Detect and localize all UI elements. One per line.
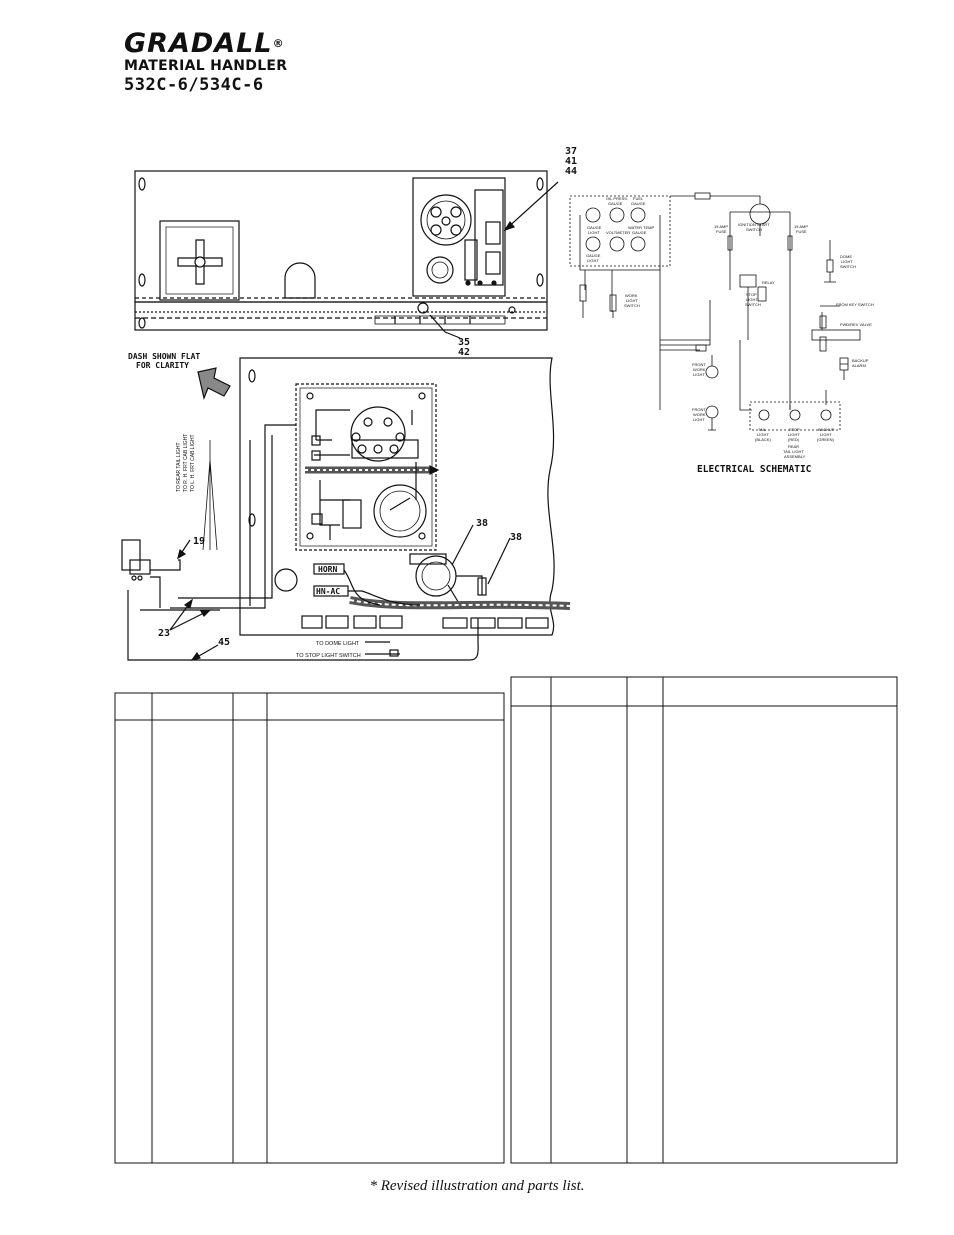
label-stop-light-1: STOP bbox=[789, 427, 800, 432]
callout-23: 23 bbox=[158, 628, 170, 639]
label-backup-light-1: BACKUP bbox=[818, 427, 835, 432]
callout-35: 35 bbox=[458, 337, 470, 348]
callout-45: 45 bbox=[218, 637, 230, 648]
label-fuse-2a: 15 AMP bbox=[794, 224, 808, 229]
callout-38-a: 38 bbox=[476, 518, 488, 529]
hn-ac-label: HN-AC bbox=[316, 587, 340, 596]
label-stop-light-3: (RED) bbox=[788, 437, 800, 442]
label-water-temp-2: GAUGE bbox=[632, 230, 647, 235]
label-rear-tail-assy-3: ASSEMBLY bbox=[784, 454, 806, 459]
model-number: 532C-6/534C-6 bbox=[124, 75, 264, 95]
label-front-work-2c: LIGHT bbox=[693, 417, 705, 422]
callout-44: 44 bbox=[565, 166, 577, 177]
label-gauge-light-2a: GAUGE bbox=[586, 253, 601, 258]
callout-19: 19 bbox=[193, 536, 205, 547]
callout-41: 41 bbox=[565, 156, 577, 167]
parts-table-right bbox=[510, 676, 898, 1164]
label-voltmeter: VOLTMETER bbox=[606, 230, 630, 235]
label-front-work-1c: LIGHT bbox=[693, 372, 705, 377]
label-ignition-1: IGNITION START bbox=[738, 222, 770, 227]
parts-table-left bbox=[114, 692, 505, 1164]
wire-label-lh-cab: TO L. H. FRT CAB LIGHT bbox=[190, 434, 196, 492]
dash-note-line2: FOR CLARITY bbox=[136, 361, 189, 370]
callout-38-b: 38 bbox=[510, 532, 522, 543]
label-stop-light-2: LIGHT bbox=[788, 432, 800, 437]
label-front-work-1b: WORK bbox=[693, 367, 706, 372]
label-work-light-switch-3: SWITCH bbox=[624, 303, 640, 308]
label-backup-light-3: (GREEN) bbox=[817, 437, 835, 442]
label-fwd-rev-valve: FWD/REV VALVE bbox=[840, 322, 872, 327]
label-front-work-1a: FRONT bbox=[692, 362, 706, 367]
label-fuse-2b: FUSE bbox=[796, 229, 807, 234]
callout-37-41-44-leader bbox=[503, 181, 559, 232]
label-front-work-2a: FRONT bbox=[692, 407, 706, 412]
label-fuel-gauge-2: GAUGE bbox=[631, 201, 646, 206]
label-tail-light-1: TAIL bbox=[758, 427, 767, 432]
horn-label: HORN bbox=[318, 565, 337, 574]
label-water-temp-1: WATER TEMP bbox=[628, 225, 654, 230]
label-work-light-switch-1: WORK bbox=[625, 293, 638, 298]
dash-callout-arrows bbox=[169, 524, 511, 661]
label-stop-switch-1: STOP bbox=[746, 292, 757, 297]
to-dome-light-label: TO DOME LIGHT bbox=[316, 641, 360, 647]
label-tail-light-2: LIGHT bbox=[757, 432, 769, 437]
label-backup-alarm-1: BACKUP bbox=[852, 358, 869, 363]
label-oil-press-gauge-1: OIL PRESS. bbox=[606, 196, 628, 201]
schematic-title: ELECTRICAL SCHEMATIC bbox=[697, 464, 812, 475]
label-front-work-2b: WORK bbox=[693, 412, 706, 417]
label-relay: RELAY bbox=[762, 280, 775, 285]
label-tail-light-3: (BLACK) bbox=[755, 437, 771, 442]
to-stop-light-switch-label: TO STOP LIGHT SWITCH bbox=[296, 653, 361, 659]
label-ignition-2: SWITCH bbox=[746, 227, 762, 232]
label-from-key-switch: FROM KEY SWITCH bbox=[836, 302, 874, 307]
label-stop-switch-2: LIGHT bbox=[746, 297, 758, 302]
main-dash-panel bbox=[121, 357, 571, 661]
label-dome-switch-2: LIGHT bbox=[841, 259, 853, 264]
dash-orientation-arrow bbox=[197, 367, 231, 401]
wire-label-rh-cab: TO R. H. FRT CAB LIGHT bbox=[183, 434, 189, 492]
drawing-area: 37 41 44 35 42 38 38 19 23 45 DASH SHOWN… bbox=[100, 140, 910, 1170]
label-rear-tail-assy-1: REAR bbox=[788, 444, 799, 449]
dash-note-line1: DASH SHOWN FLAT bbox=[128, 352, 200, 361]
product-line: MATERIAL HANDLER bbox=[124, 58, 288, 74]
upper-dash-panel bbox=[134, 170, 548, 331]
label-dome-switch-1: DOME bbox=[840, 254, 852, 259]
label-work-light-switch-2: LIGHT bbox=[626, 298, 638, 303]
label-backup-light-2: LIGHT bbox=[820, 432, 832, 437]
technical-drawing: 37 41 44 35 42 38 38 19 23 45 DASH SHOWN… bbox=[114, 146, 898, 1164]
revision-note: * Revised illustration and parts list. bbox=[369, 1178, 585, 1194]
label-fuel-gauge-1: FUEL bbox=[633, 196, 644, 201]
label-fuse-1b: FUSE bbox=[716, 229, 727, 234]
callout-37: 37 bbox=[565, 146, 577, 157]
label-backup-alarm-2: ALARM bbox=[852, 363, 866, 368]
callout-42: 42 bbox=[458, 347, 470, 358]
label-fuse-1a: 15 AMP bbox=[714, 224, 728, 229]
label-oil-press-gauge-2: GAUGE bbox=[608, 201, 623, 206]
electrical-schematic bbox=[569, 192, 861, 431]
label-rear-tail-assy-2: TAIL LIGHT bbox=[783, 449, 804, 454]
wire-label-rear-tail: TO REAR TAIL LIGHT bbox=[176, 442, 182, 492]
label-dome-switch-3: SWITCH bbox=[840, 264, 856, 269]
label-gauge-light-2b: LIGHT bbox=[587, 258, 599, 263]
label-gauge-light-1b: LIGHT bbox=[588, 230, 600, 235]
gradall-logo: GRADALL® MATERIAL HANDLER 532C-6/534C-6 bbox=[124, 30, 287, 96]
brand-name: GRADALL® bbox=[124, 28, 285, 59]
callout-35-42-leader bbox=[429, 314, 461, 339]
label-gauge-light-1a: GAUGE bbox=[587, 225, 602, 230]
label-stop-switch-3: SWITCH bbox=[745, 302, 761, 307]
